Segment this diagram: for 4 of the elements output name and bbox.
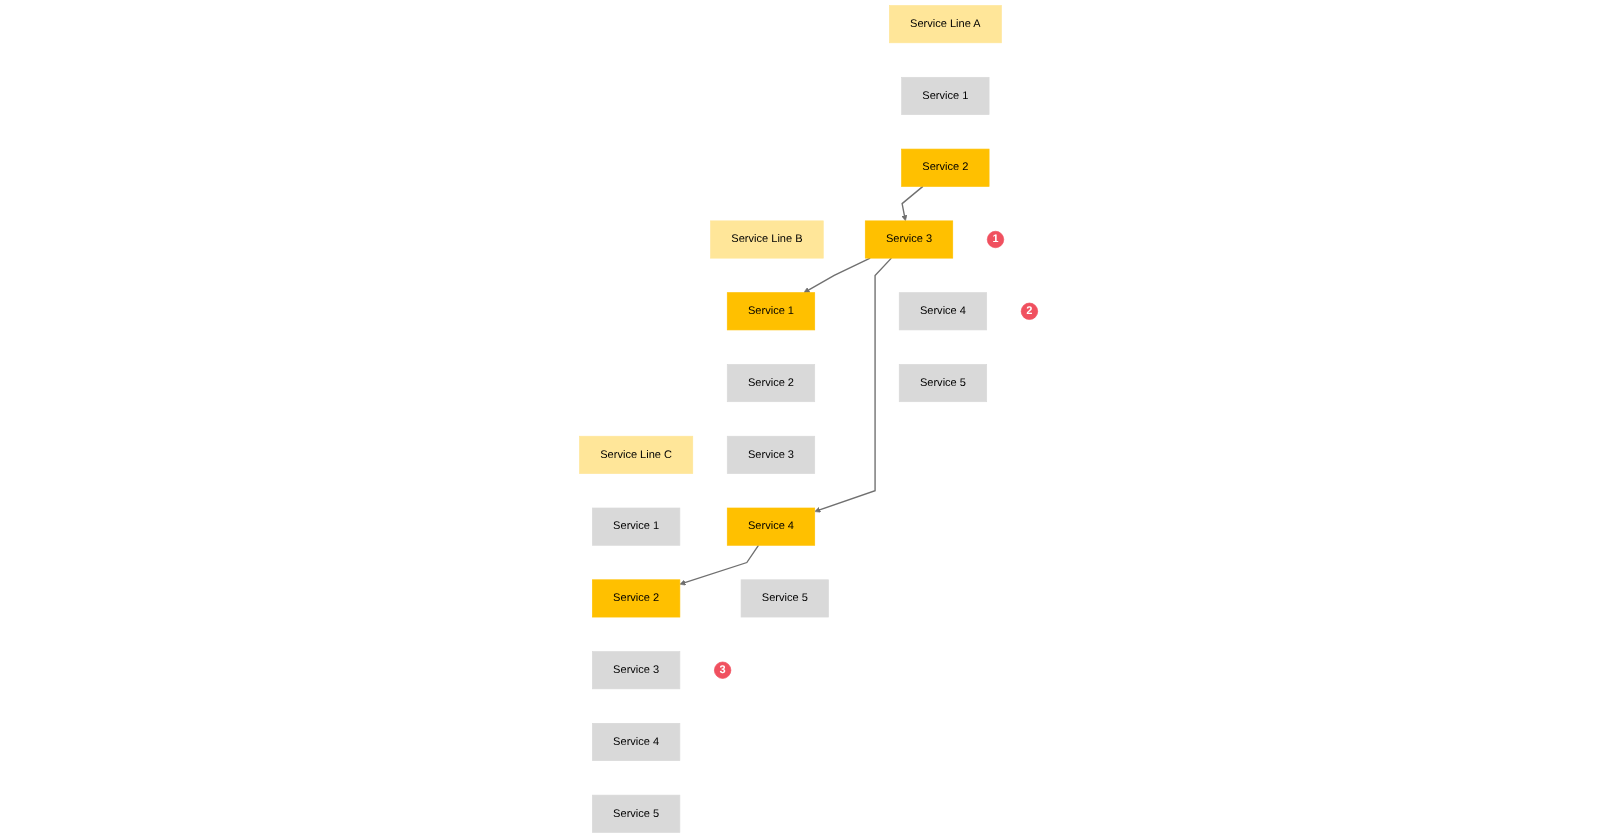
arrow [679,544,760,586]
arrow [814,257,893,513]
arrow [803,257,872,293]
arrow [901,185,924,222]
